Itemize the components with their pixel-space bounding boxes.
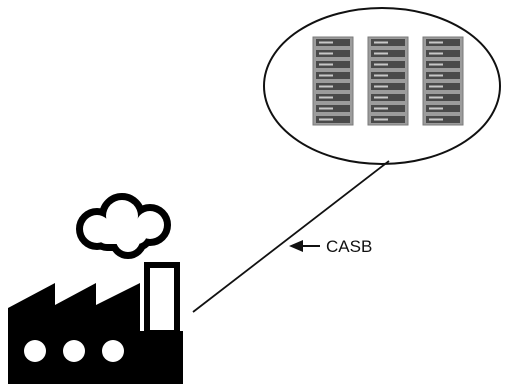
server-unit-led xyxy=(374,107,388,110)
connection-line xyxy=(192,160,390,313)
cloud-icon xyxy=(76,193,171,259)
server-unit-led xyxy=(374,118,388,121)
server-rack-icon xyxy=(422,36,464,126)
server-unit-led xyxy=(319,52,333,55)
server-rack-group xyxy=(312,36,464,126)
server-unit-led xyxy=(319,107,333,110)
casb-label: CASB xyxy=(326,237,372,256)
server-unit-led xyxy=(374,41,388,44)
server-unit-led xyxy=(429,41,443,44)
server-unit-led xyxy=(429,107,443,110)
server-unit-led xyxy=(319,85,333,88)
server-unit-led xyxy=(429,96,443,99)
server-unit-led xyxy=(374,74,388,77)
server-unit-led xyxy=(429,85,443,88)
server-unit-led xyxy=(319,118,333,121)
server-unit-led xyxy=(374,85,388,88)
server-unit-led xyxy=(319,63,333,66)
server-unit-led xyxy=(429,52,443,55)
server-unit-led xyxy=(319,41,333,44)
server-unit-led xyxy=(374,96,388,99)
server-rack-icon xyxy=(367,36,409,126)
server-unit-led xyxy=(429,74,443,77)
arrow-left-icon xyxy=(289,240,320,252)
server-rack-icon xyxy=(312,36,354,126)
cloud-storage-group xyxy=(263,7,501,165)
server-unit-led xyxy=(429,118,443,121)
server-unit-led xyxy=(374,63,388,66)
server-unit-led xyxy=(429,63,443,66)
factory-icon xyxy=(8,262,183,384)
server-unit-led xyxy=(319,96,333,99)
server-unit-led xyxy=(374,52,388,55)
server-unit-led xyxy=(319,74,333,77)
